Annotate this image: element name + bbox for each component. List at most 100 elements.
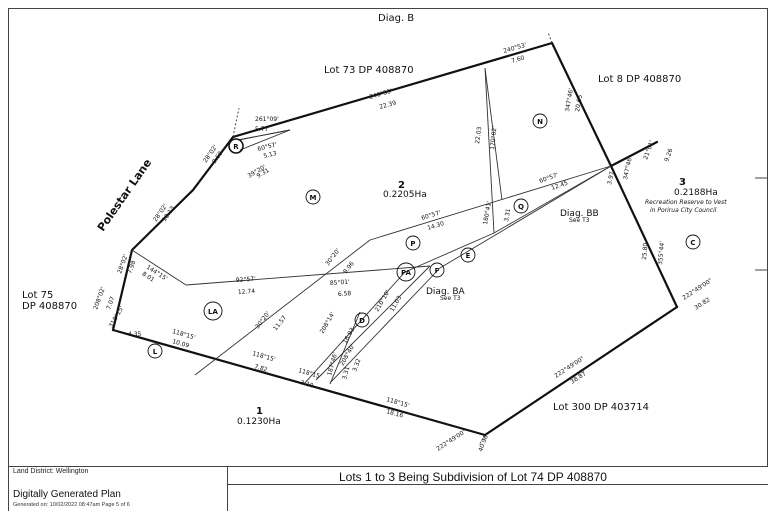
marker-m-letter: M (310, 194, 317, 202)
dash-north-east (547, 31, 553, 44)
marker-n-circle (532, 113, 548, 129)
dashed-extensions (232, 31, 553, 446)
dim: 18.16 (385, 408, 404, 420)
dim: 222°49'00" (435, 428, 468, 453)
marker-la-circle (203, 301, 223, 321)
dim: 347°46' (622, 155, 634, 180)
marker-n-letter: N (537, 118, 543, 126)
dim: 170°02' (489, 126, 498, 151)
dim: 30°20' (254, 310, 272, 330)
lot2-number: 2 (398, 180, 405, 191)
line-la-upper (131, 249, 187, 286)
dim: 22.03 (474, 126, 483, 144)
diag-bb-sub: See T3 (569, 217, 590, 224)
dim: 7.82 (253, 363, 268, 373)
line-n-cross (484, 67, 495, 234)
lot75-label-1: Lot 75 (22, 290, 53, 301)
line-r-out (239, 129, 291, 151)
dim: 355°44' (657, 241, 666, 266)
marker-f-letter: F (435, 267, 440, 275)
dim: 7.98 (126, 260, 137, 275)
dim: 85°01' (330, 279, 351, 287)
dim: 3.32 (351, 358, 362, 373)
south-boundary (111, 328, 487, 437)
dim: 92°57' (236, 276, 257, 284)
line-d-mid (315, 265, 431, 381)
marker-e-circle (460, 247, 476, 263)
easement-marker-letters: R M N Q P PA F E D LA L C (153, 118, 696, 356)
marker-d-letter: D (359, 317, 365, 325)
line-diag-bb (439, 165, 612, 269)
dim: 5.13 (263, 150, 278, 160)
line-30-20 (194, 239, 371, 376)
lot1-number: 1 (256, 406, 263, 417)
marker-c-circle (685, 234, 701, 250)
marker-p-letter: P (410, 240, 415, 248)
lot3-north-boundary (609, 140, 659, 168)
lot73-label: Lot 73 DP 408870 (324, 65, 414, 76)
west-boundary (111, 135, 235, 332)
marker-r-circle (228, 138, 244, 154)
marker-la-letter: LA (208, 308, 218, 316)
dim: 60°57' (257, 141, 278, 153)
diag-ba-label: Diag. BA (426, 287, 466, 297)
dim: 7.07 (105, 296, 116, 311)
land-district: Land District: Wellington (13, 468, 89, 475)
dim: 7.60 (511, 54, 526, 64)
dim: 347°46' (564, 87, 575, 112)
marker-m-circle (305, 189, 321, 205)
marker-p-circle (405, 235, 421, 251)
dim: 180°41' (482, 200, 493, 225)
line-r-diag (237, 129, 291, 141)
lot-boundaries (111, 41, 679, 437)
title-block-left: Land District: Wellington Digitally Gene… (9, 467, 228, 511)
marker-d-circle (354, 312, 370, 328)
generated-info: Generated on: 10/02/2022 08:47am Page 5 … (13, 502, 130, 508)
south-east-boundary (483, 305, 679, 437)
marker-c-letter: C (690, 239, 695, 247)
marker-f-circle (429, 262, 445, 278)
dim: 22.39 (379, 99, 398, 111)
line-n-west (484, 67, 503, 201)
dim: 21°01' (642, 139, 656, 160)
lot75-label-2: DP 408870 (22, 301, 77, 312)
dim: 3.10 (299, 379, 314, 389)
marker-q-letter: Q (518, 203, 524, 211)
dim: 60°57' (421, 209, 442, 222)
line-d-right (329, 267, 441, 384)
dim: 10.09 (171, 338, 190, 350)
diag-ba-sub: See T3 (440, 295, 461, 302)
survey-plan: 240°53' 7.60 240°53' 22.39 261°09' 5.77 … (8, 8, 768, 466)
dim: 40.96 (477, 434, 490, 453)
lot8-boundary (550, 41, 613, 168)
lot3-number: 3 (679, 177, 686, 188)
title-separator (227, 484, 768, 485)
line-p-mid (404, 232, 495, 273)
dim: 240°53' (369, 88, 394, 101)
marker-pa-circle (396, 262, 416, 282)
easement-markers (147, 113, 701, 359)
dim: 9.26 (663, 148, 674, 163)
dim: 25.80 (641, 242, 649, 260)
plan-title: Lots 1 to 3 Being Subdivision of Lot 74 … (339, 470, 607, 484)
dash-north-west (232, 107, 240, 138)
marker-l-letter: L (153, 348, 158, 356)
lot300-label: Lot 300 DP 403714 (553, 402, 649, 413)
dim: 222°49'00" (681, 277, 714, 302)
dim: 3.97 (606, 171, 616, 186)
street-name: Polestar Lane (95, 157, 154, 234)
line-d-left (302, 271, 406, 386)
marker-q-circle (513, 198, 529, 214)
plan-type: Digitally Generated Plan (13, 489, 121, 500)
north-boundary (231, 41, 554, 139)
dim: 30.82 (693, 296, 711, 311)
east-boundary (609, 164, 679, 309)
line-q-top (369, 165, 612, 241)
dim: 261°09' (255, 116, 279, 123)
dim: 208°14' (319, 311, 337, 335)
dash-south-east (478, 434, 486, 446)
dim: 11.57 (272, 314, 288, 332)
marker-l-circle (147, 343, 163, 359)
dim: 12.45 (550, 180, 569, 192)
marker-r-letter: R (233, 143, 239, 151)
